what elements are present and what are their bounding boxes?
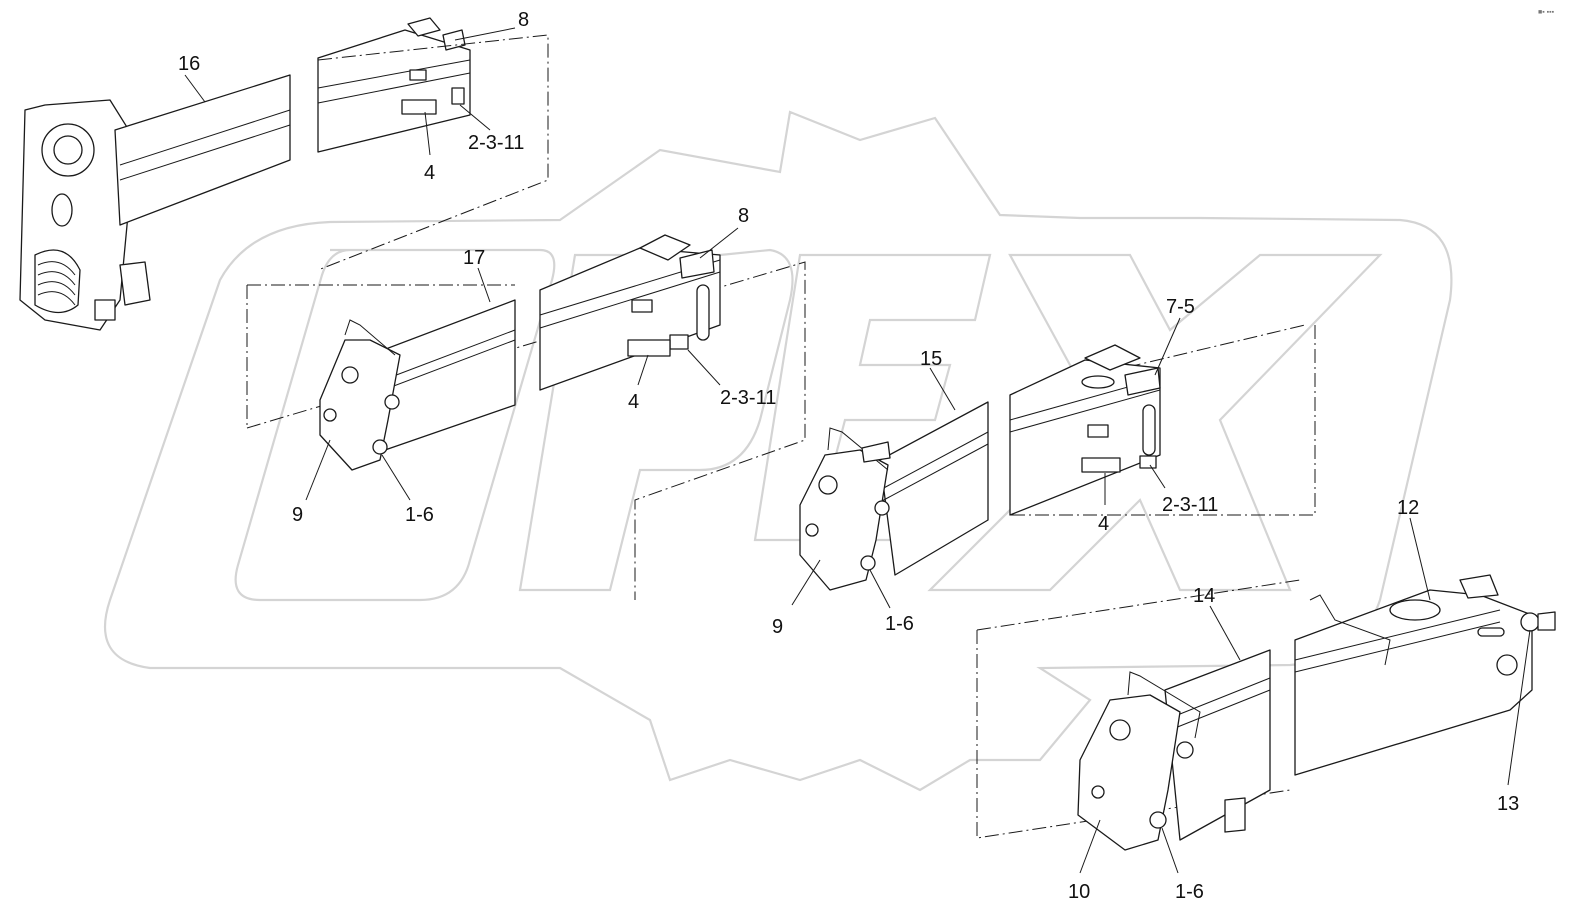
corner-mark: ■▪ ▪▪▪	[1538, 9, 1555, 16]
callout-label: 13	[1497, 793, 1519, 815]
callout-label: 10	[1068, 881, 1090, 903]
boom-section-15	[799, 324, 1316, 591]
callout-label: 4	[1098, 513, 1109, 535]
callout-label: 2-3-11	[1162, 494, 1218, 516]
callout-label: 7-5	[1166, 296, 1195, 318]
callout-label: 1-6	[885, 613, 914, 635]
watermark-logo	[103, 110, 1453, 792]
callout-label: 16	[178, 53, 200, 75]
callout-label: 2-3-11	[720, 387, 776, 409]
callout-label: 14	[1193, 585, 1215, 607]
boom-section-14	[976, 574, 1556, 851]
callout-label: 17	[463, 247, 485, 269]
callout-label: 8	[738, 205, 749, 227]
callout-label: 4	[628, 391, 639, 413]
callout-label: 9	[292, 504, 303, 526]
callout-label: 2-3-11	[468, 132, 524, 154]
callout-label: 9	[772, 616, 783, 638]
leader-lines	[184, 27, 1531, 874]
callout-label: 1-6	[405, 504, 434, 526]
callout-label: 4	[424, 162, 435, 184]
callout-label: 1-6	[1175, 881, 1204, 903]
callout-label: 8	[518, 9, 529, 31]
callout-label: 15	[920, 348, 942, 370]
callout-label: 12	[1397, 497, 1419, 519]
boom-section-17	[246, 234, 806, 600]
boom-section-16	[19, 17, 549, 331]
callout-labels: 16 8 2-3-11 4 17 8 4 2-3-11 9 1-6 7-5 15…	[178, 9, 1519, 903]
